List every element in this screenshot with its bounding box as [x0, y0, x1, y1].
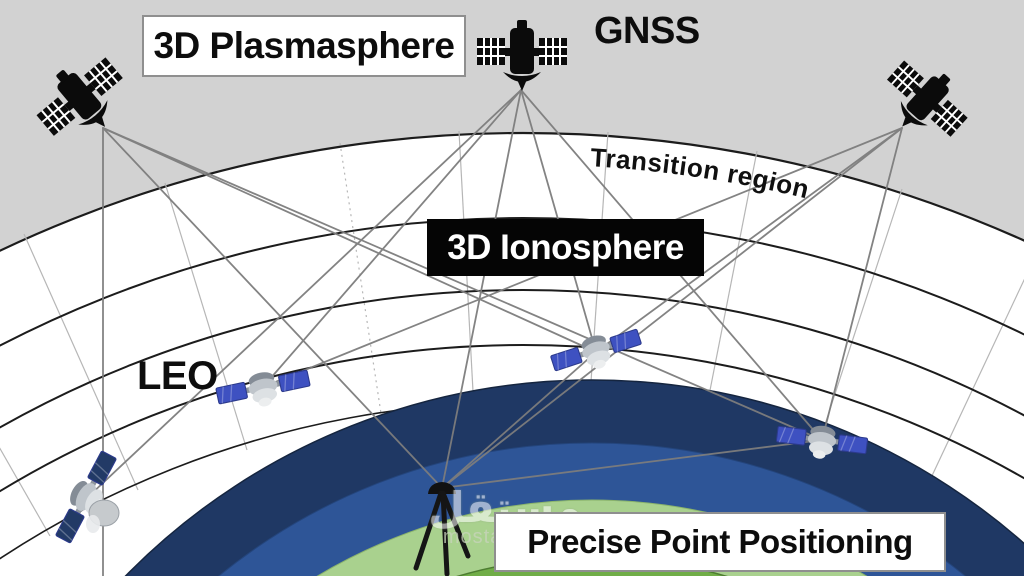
label-gnss: GNSS: [594, 10, 700, 52]
label-3d-ionosphere: 3D Ionosphere: [427, 219, 704, 276]
label-leo: LEO: [137, 354, 218, 398]
gnss-satellite-icon-top: [476, 19, 568, 92]
gnss-satellite-icon-left: [23, 42, 141, 157]
ground-station-icon: [413, 482, 471, 576]
label-3d-plasmasphere: 3D Plasmasphere: [142, 15, 466, 77]
leo-satellite-icon-bottom-left: [49, 446, 128, 550]
label-precise-point-positioning: Precise Point Positioning: [494, 512, 946, 572]
